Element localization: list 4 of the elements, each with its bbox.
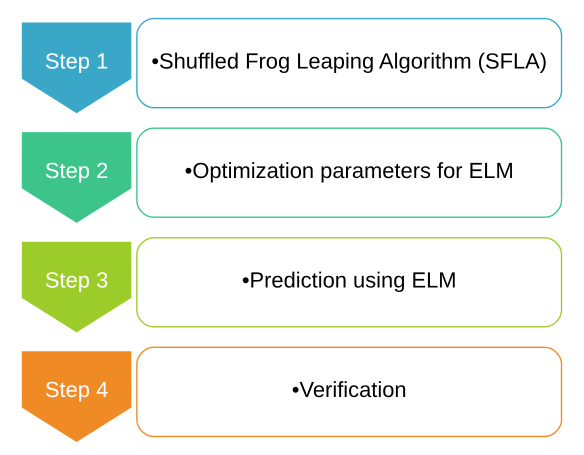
- node-box: •Optimization parameters for ELM: [136, 128, 562, 218]
- node-box: •Shuffled Frog Leaping Algorithm (SFLA): [136, 18, 562, 108]
- node-box: •Prediction using ELM: [136, 237, 562, 328]
- node-box: •Verification: [136, 346, 562, 438]
